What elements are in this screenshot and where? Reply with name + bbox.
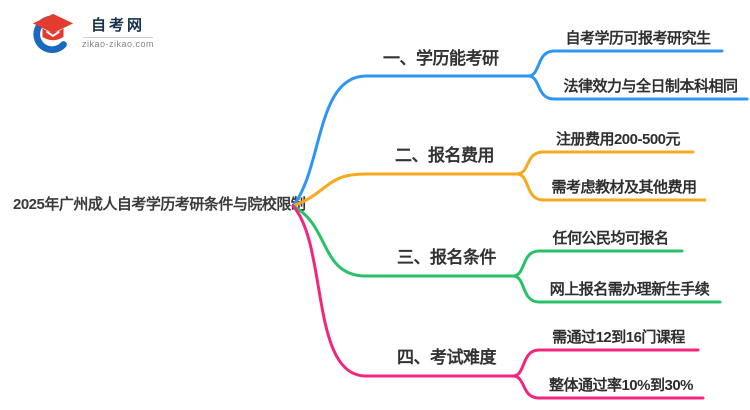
root-topic[interactable]: 2025年广州成人自考学历考研条件与院校限制 <box>13 196 306 213</box>
branch-3-child-1-line <box>511 249 684 278</box>
branch-1-child-2-line <box>526 74 749 101</box>
branch-node-2[interactable]: 二、报名费用 <box>395 146 495 165</box>
branch-4-child-2-line <box>511 374 705 400</box>
leaf-node-1-2[interactable]: 法律效力与全日制本科相同 <box>563 78 738 95</box>
leaf-node-4-1[interactable]: 需通过12到16门课程 <box>552 329 685 346</box>
logo-text: 自考网 zikao-zikao.com <box>82 17 154 49</box>
site-name: 自考网 <box>91 17 146 34</box>
branch-3-line <box>291 204 515 278</box>
leaf-node-4-2[interactable]: 整体通过率10%到30% <box>548 377 694 394</box>
branch-node-1[interactable]: 一、学历能考研 <box>383 49 499 68</box>
leaf-node-2-1[interactable]: 注册费用200-500元 <box>555 131 681 148</box>
branch-node-3[interactable]: 三、报名条件 <box>397 248 497 267</box>
leaf-node-3-1[interactable]: 任何公民均可报名 <box>552 230 669 247</box>
branch-4-child-1-line <box>511 348 700 378</box>
branch-2-line <box>291 172 519 208</box>
graduation-cap-icon <box>32 13 74 54</box>
branch-node-4[interactable]: 四、考试难度 <box>397 348 497 367</box>
branch-3-child-2-line <box>511 274 722 304</box>
branch-4-line <box>291 204 515 378</box>
site-url: zikao-zikao.com <box>82 39 155 49</box>
branch-2-child-2-line <box>515 172 707 202</box>
leaf-node-2-2[interactable]: 需考虑教材及其他费用 <box>551 179 697 196</box>
branch-1-line <box>291 74 530 208</box>
logo-divider <box>83 37 154 38</box>
site-logo[interactable]: 自考网 zikao-zikao.com <box>30 10 160 56</box>
branch-2-child-1-line <box>515 150 695 176</box>
leaf-node-1-1[interactable]: 自考学历可报考研究生 <box>565 30 711 47</box>
branch-1-child-1-line <box>526 49 724 78</box>
leaf-node-3-2[interactable]: 网上报名需办理新生手续 <box>549 281 710 298</box>
